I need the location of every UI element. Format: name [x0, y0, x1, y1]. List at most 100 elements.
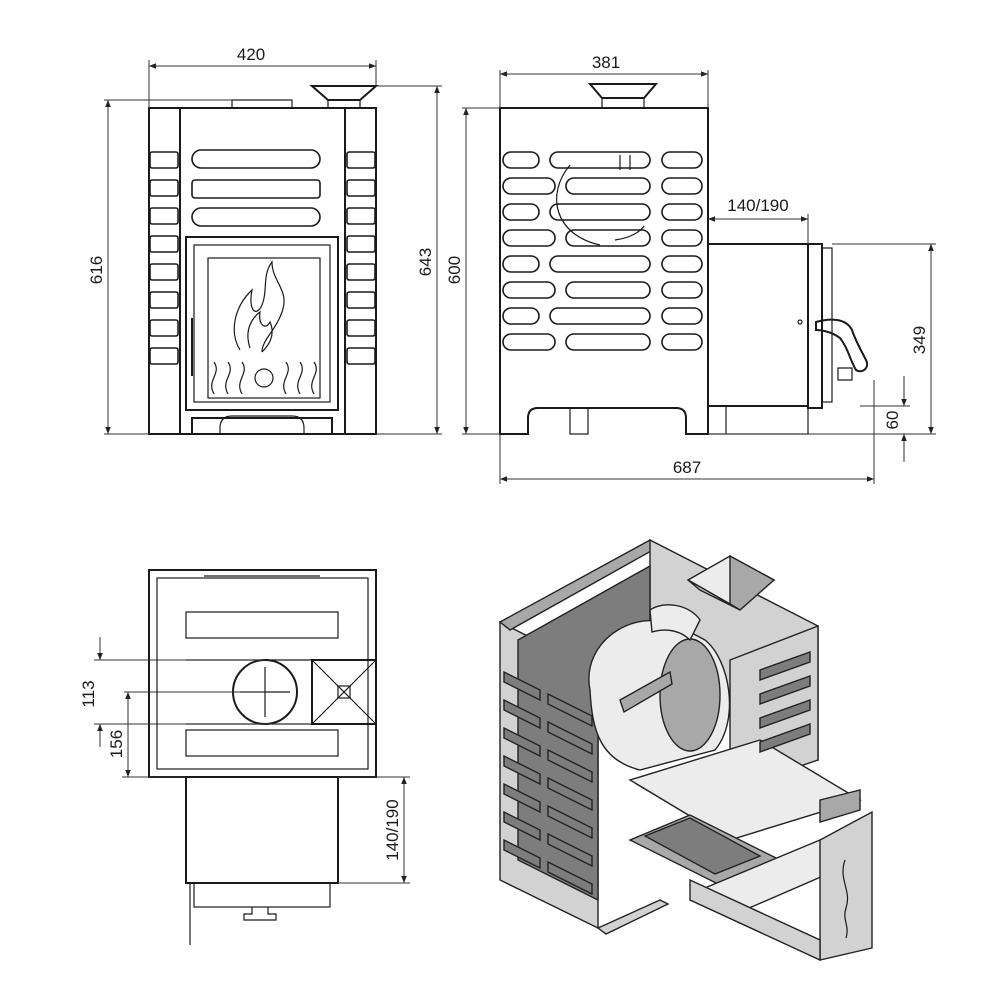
flame-icon	[233, 260, 285, 353]
side-slot	[661, 255, 703, 273]
front-side-slot	[346, 347, 376, 365]
front-side-slots	[149, 151, 376, 365]
dim-tunnel-height: 349	[910, 326, 929, 354]
front-side-slot	[149, 151, 179, 169]
iso-slot	[503, 670, 541, 702]
dim-total-depth: 687	[673, 458, 701, 477]
plan-view: 113 156 140/190	[79, 569, 410, 945]
front-side-slot	[149, 347, 179, 365]
side-slot	[661, 333, 703, 351]
side-slot	[661, 177, 703, 195]
iso-slot	[759, 675, 811, 705]
front-slot	[191, 179, 321, 199]
iso-slot	[503, 698, 541, 730]
side-slot	[661, 203, 703, 221]
iso-slot	[547, 804, 593, 840]
dim-tunnel-base: 60	[883, 411, 902, 430]
iso-slot	[547, 832, 593, 868]
side-slot	[502, 229, 556, 247]
side-slot	[502, 203, 540, 221]
iso-slot	[503, 726, 541, 758]
front-side-slot	[149, 291, 179, 309]
front-side-slot	[346, 235, 376, 253]
iso-cylinder-end	[659, 638, 721, 752]
fire-door	[185, 236, 339, 411]
dim-tunnel-length: 140/190	[727, 196, 788, 215]
side-slot	[549, 307, 651, 325]
dim-total-height: 643	[416, 248, 435, 276]
iso-slot	[547, 776, 593, 812]
side-slot	[565, 281, 651, 299]
iso-slot	[547, 748, 593, 784]
plan-body-outline	[148, 569, 377, 778]
iso-slot	[503, 810, 541, 842]
side-slot	[661, 307, 703, 325]
iso-slot	[759, 699, 811, 729]
side-view: 381 600 140/190 349 60 687	[445, 53, 936, 484]
iso-slot	[503, 754, 541, 786]
fuel-tunnel	[707, 243, 809, 407]
front-side-slot	[149, 207, 179, 225]
side-slots	[502, 151, 703, 351]
door-knob	[254, 368, 274, 388]
side-slot	[565, 177, 651, 195]
side-slot	[661, 281, 703, 299]
side-slot	[549, 255, 651, 273]
dim-top-offset-1: 113	[79, 680, 98, 707]
isometric-cutaway-view	[498, 538, 873, 962]
side-slot	[502, 151, 540, 169]
side-slot	[502, 281, 556, 299]
front-slot	[191, 207, 321, 227]
side-slot	[661, 229, 703, 247]
side-slot	[502, 177, 556, 195]
front-side-slot	[149, 319, 179, 337]
iso-slot	[547, 720, 593, 756]
side-funnel	[587, 83, 659, 99]
dim-side-depth: 381	[592, 53, 620, 72]
dim-top-offset-2: 156	[107, 730, 126, 758]
funnel	[309, 85, 379, 101]
front-side-slot	[346, 319, 376, 337]
side-slot	[502, 307, 540, 325]
iso-slot	[503, 838, 541, 870]
front-side-slot	[346, 263, 376, 281]
side-slot	[549, 203, 651, 221]
front-side-slot	[149, 179, 179, 197]
front-side-slot	[346, 207, 376, 225]
side-slot	[502, 255, 540, 273]
wave-ornament	[211, 361, 217, 395]
fire-door-inner	[193, 244, 331, 403]
door-glass	[207, 257, 321, 399]
front-side-slot	[346, 291, 376, 309]
plan-handle	[243, 907, 277, 921]
front-view: 420 616 643	[87, 45, 442, 435]
iso-wall-slots	[503, 651, 811, 896]
chimney-collar	[231, 99, 293, 109]
front-side-slot	[149, 235, 179, 253]
plan-funnel	[311, 659, 377, 725]
front-side-slot	[149, 263, 179, 281]
tunnel-door-handle	[815, 318, 868, 373]
side-slot	[565, 229, 651, 247]
iso-slot	[547, 860, 593, 896]
iso-slot	[759, 651, 811, 681]
iso-slot	[503, 782, 541, 814]
plan-tunnel	[185, 776, 339, 884]
side-slot	[549, 151, 651, 169]
base-frame	[191, 417, 333, 434]
side-slot	[502, 333, 556, 351]
front-slot	[191, 149, 321, 169]
dim-front-height: 616	[87, 256, 106, 284]
front-side-slot	[346, 151, 376, 169]
iso-door-flame	[842, 859, 848, 939]
side-slot	[565, 333, 651, 351]
dim-tunnel-length-plan: 140/190	[383, 799, 402, 860]
iso-slot	[547, 692, 593, 728]
side-body-outline	[499, 107, 709, 435]
front-side-slot	[346, 179, 376, 197]
dim-side-height: 600	[445, 256, 464, 284]
dim-front-width: 420	[237, 45, 265, 64]
side-slot	[661, 151, 703, 169]
iso-slot	[759, 723, 811, 753]
